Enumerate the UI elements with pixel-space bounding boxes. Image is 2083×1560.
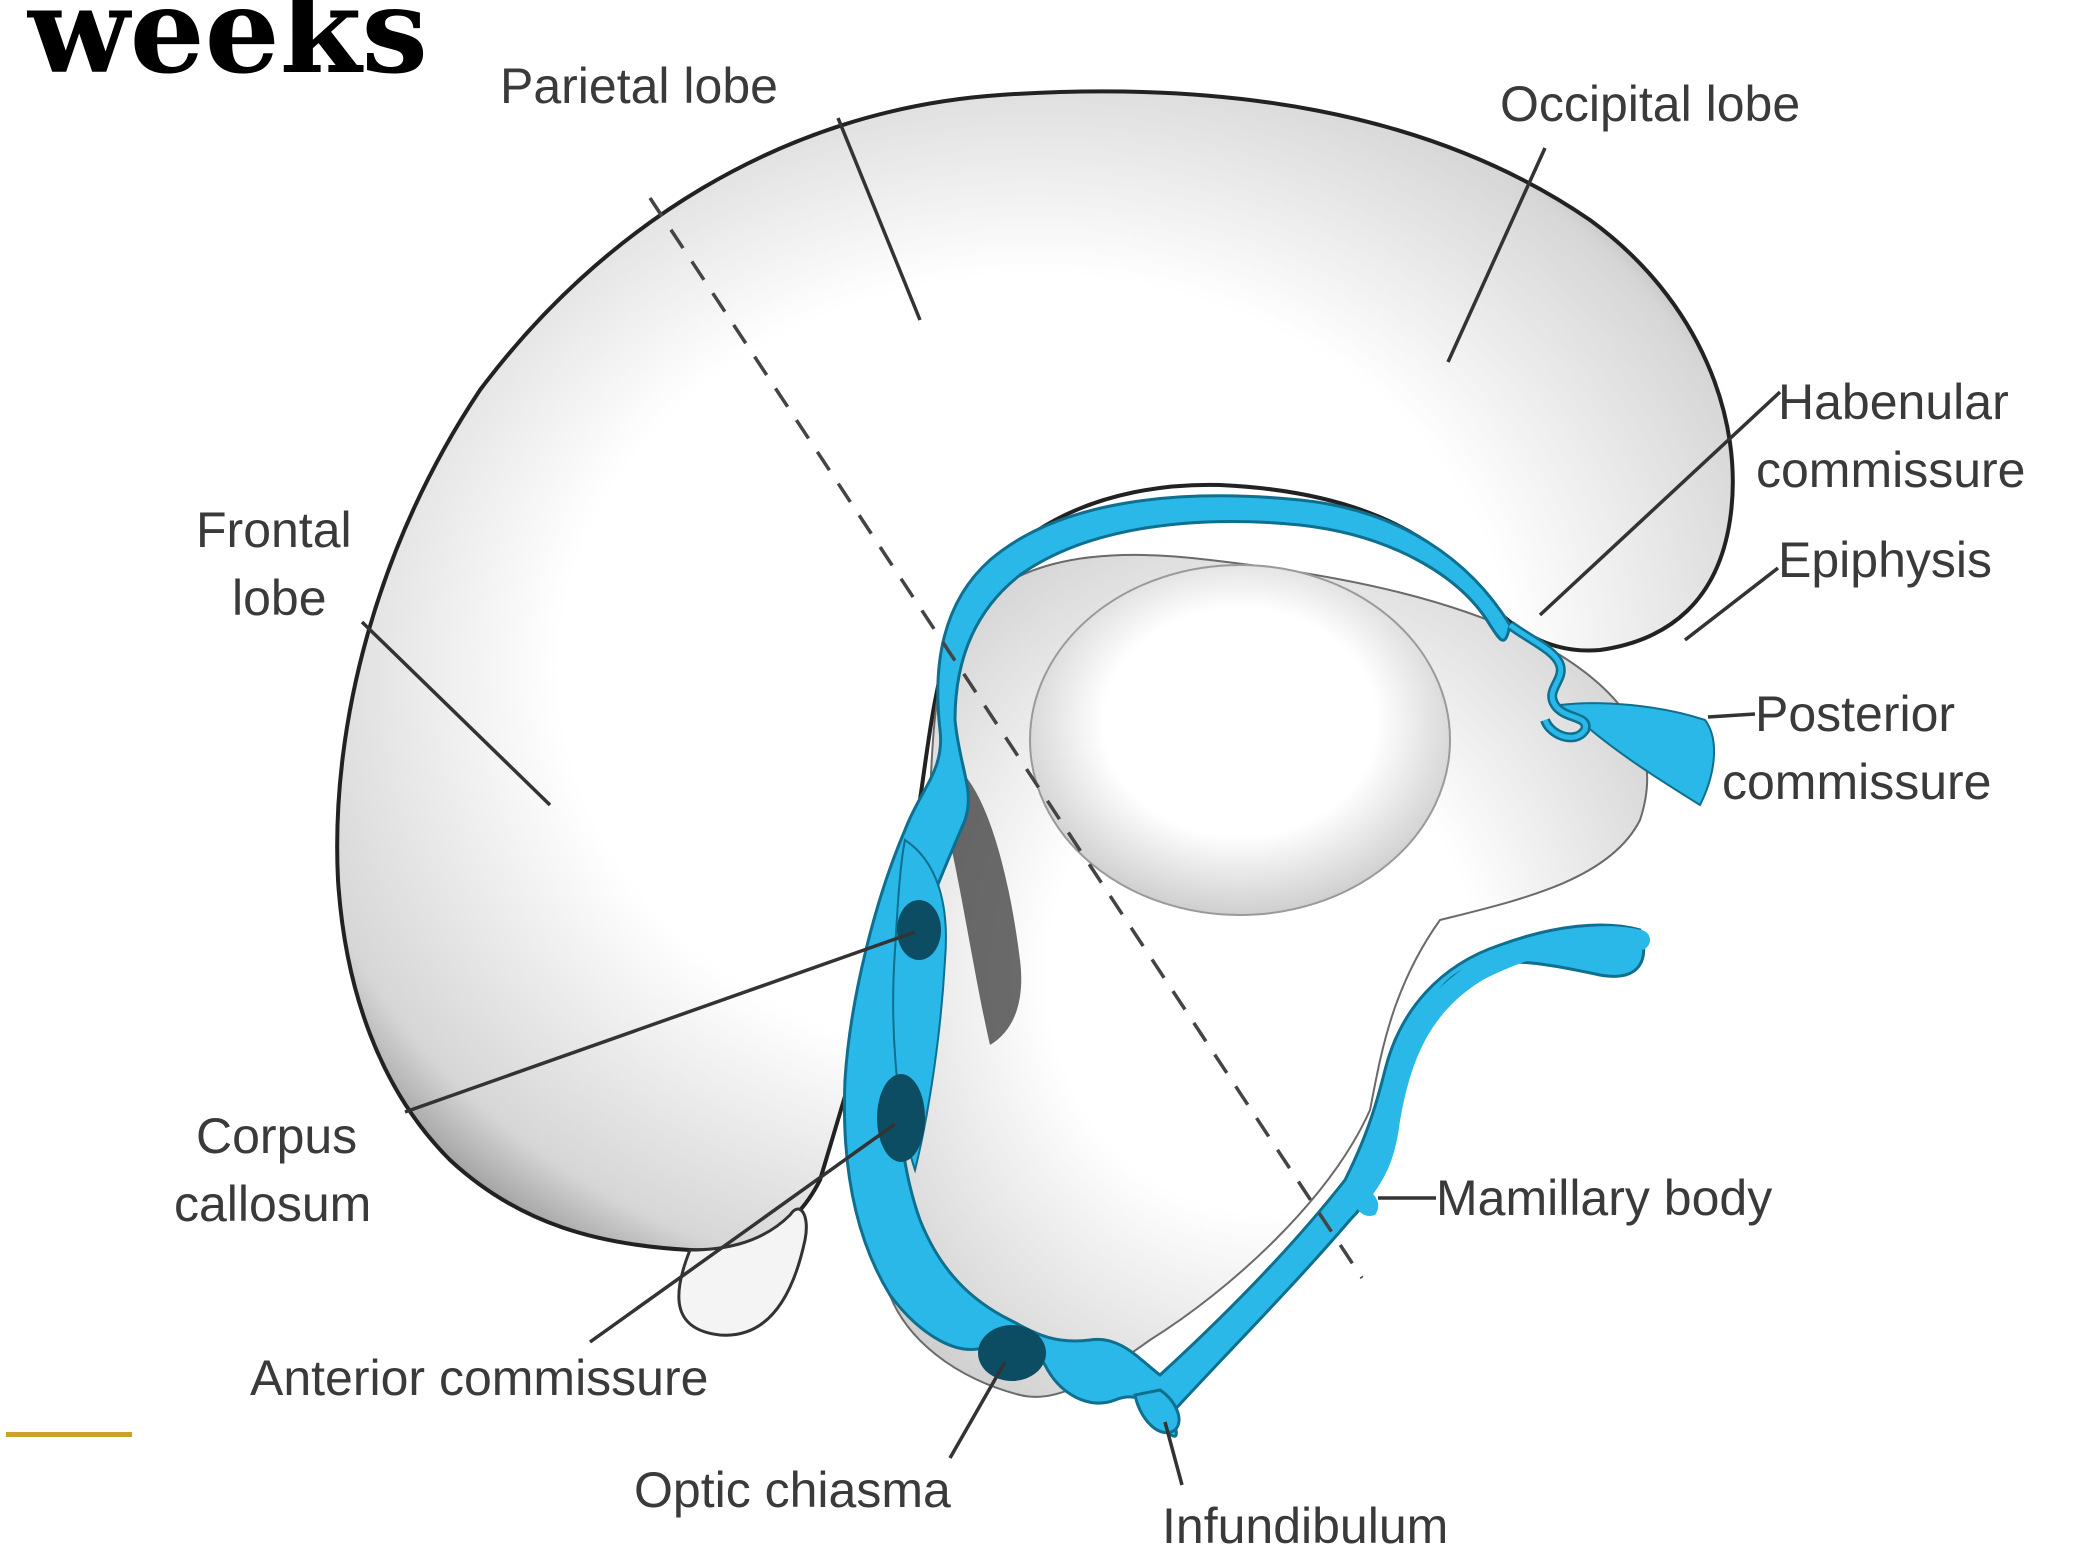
section-dashed-line	[648, 197, 1364, 1279]
optic-chiasma-oval	[978, 1325, 1046, 1381]
label-parietal-lobe-text: Parietal lobe	[500, 58, 778, 114]
leader-anterior	[588, 1122, 897, 1344]
label-habenular-line-2: commissure	[1756, 442, 2026, 498]
leader-parietal	[836, 117, 922, 321]
label-posterior-line-2: commissure	[1722, 754, 1992, 810]
label-corpus-line-1: Corpus	[196, 1108, 358, 1164]
cerebral-hemisphere	[335, 89, 1735, 1253]
leader-corpus-callosum	[404, 930, 916, 1114]
label-epiphysis: Epiphysis	[1778, 526, 1992, 594]
thalamus	[1029, 564, 1451, 916]
leader-posterior	[1707, 712, 1756, 719]
hypothalamic-floor	[1350, 926, 1650, 1205]
label-mamillary-text: Mamillary body	[1436, 1170, 1773, 1226]
leader-habenular	[1538, 390, 1782, 617]
label-anterior-text: Anterior commissure	[250, 1350, 709, 1406]
label-optic-text: Optic chiasma	[634, 1462, 951, 1518]
label-posterior-line-1: Posterior	[1755, 686, 1956, 742]
leader-infundibulum	[1163, 1421, 1184, 1486]
leader-occipital	[1446, 147, 1547, 363]
epiphysis-wiggle-fill	[1508, 622, 1589, 740]
leader-lines	[360, 117, 1782, 1486]
leader-epiphysis	[1683, 566, 1780, 642]
label-habenular-commissure: Habenular commissure	[1756, 368, 2025, 504]
label-frontal-line-1: Frontal	[196, 502, 352, 558]
label-mamillary-body: Mamillary body	[1436, 1164, 1772, 1232]
olfactory-bulb	[677, 1207, 808, 1337]
label-parietal-lobe: Parietal lobe	[500, 52, 778, 120]
third-ventricle-wall	[842, 494, 1646, 1438]
label-anterior-commissure: Anterior commissure	[250, 1344, 708, 1412]
label-infundibulum: Infundibulum	[1162, 1492, 1448, 1560]
leader-frontal	[360, 620, 552, 807]
label-posterior-commissure: Posterior commissure	[1722, 680, 1991, 816]
anterior-commissure-oval	[877, 1074, 925, 1162]
foramen-crease	[945, 770, 1022, 1045]
label-occipital-lobe: Occipital lobe	[1500, 70, 1800, 138]
label-corpus-callosum: Corpus callosum	[174, 1102, 371, 1238]
infundibulum-tip	[1133, 1388, 1181, 1434]
label-frontal-lobe: Frontal lobe	[196, 496, 352, 632]
leader-optic	[948, 1361, 1007, 1459]
label-habenular-line-1: Habenular	[1778, 374, 2009, 430]
accent-rule	[6, 1432, 132, 1437]
label-optic-chiasma: Optic chiasma	[634, 1456, 951, 1524]
slide-title: weeks	[28, 0, 428, 100]
label-epiphysis-text: Epiphysis	[1778, 532, 1992, 588]
label-occipital-lobe-text: Occipital lobe	[1500, 76, 1801, 132]
corpus-callosum-oval	[897, 900, 941, 960]
label-infundibulum-text: Infundibulum	[1162, 1498, 1449, 1554]
label-corpus-line-2: callosum	[174, 1176, 372, 1232]
mamillary-body-bulge	[1353, 1180, 1379, 1216]
label-frontal-line-2: lobe	[232, 570, 327, 626]
